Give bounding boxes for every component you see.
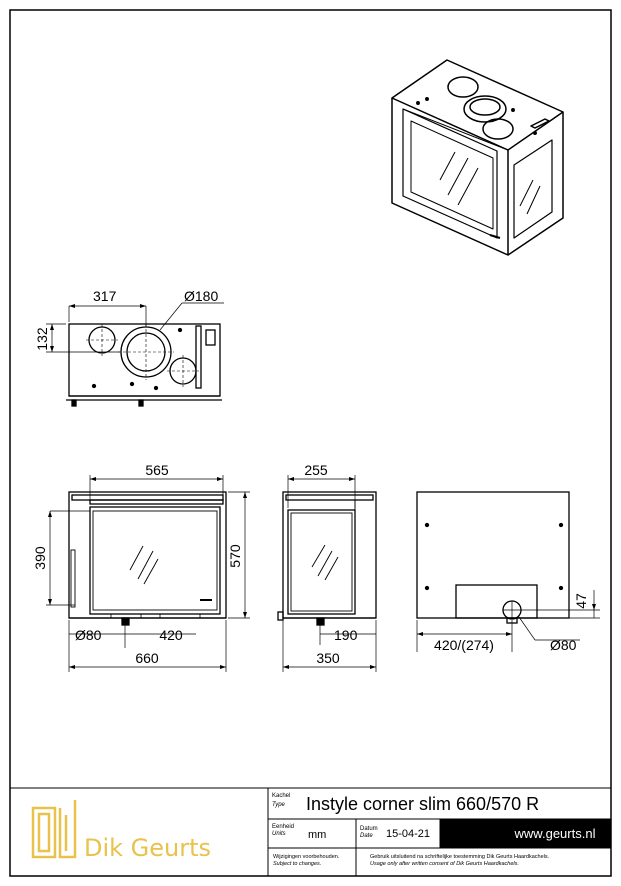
front-right-height-dim: 570: [227, 544, 243, 568]
note-changes-en: Subject to changes.: [273, 861, 321, 867]
sheet-border: [9, 9, 612, 877]
back-flue-dim: Ø80: [550, 637, 577, 653]
label-datum: Datum: [360, 826, 378, 832]
side-view: [277, 475, 377, 672]
front-total-dim: 660: [135, 650, 159, 666]
label-date: Date: [360, 833, 373, 839]
front-flue-dim: Ø80: [75, 627, 102, 643]
note-usage-nl: Gebruik uitsluitend na schriftelijke toe…: [370, 854, 550, 860]
back-width-dim: 420/(274): [434, 637, 494, 653]
label-type: Type: [272, 802, 286, 808]
isometric-view: [391, 59, 564, 256]
front-top-dim: 565: [145, 462, 169, 478]
note-usage-en: Usage only after written consent of Dik …: [370, 861, 519, 867]
front-view: [46, 475, 250, 672]
company-name: Dik Geurts: [84, 834, 211, 862]
back-height-dim: 47: [573, 593, 589, 609]
top-diameter-dim: Ø180: [184, 288, 218, 304]
product-name: Instyle corner slim 660/570 R: [306, 794, 539, 814]
top-view: [46, 302, 224, 407]
website-link[interactable]: www.geurts.nl: [514, 826, 596, 841]
note-changes-nl: Wijzigingen voorbehouden.: [273, 854, 340, 860]
side-total-dim: 350: [316, 650, 340, 666]
front-flue-offset-dim: 420: [159, 627, 183, 643]
side-top-dim: 255: [304, 462, 328, 478]
top-depth-dim: 132: [34, 327, 50, 351]
top-width-dim: 317: [93, 288, 117, 304]
back-view: [416, 491, 600, 652]
label-kachel: Kachel: [272, 793, 290, 799]
website-bar: [440, 819, 611, 848]
date-value: 15-04-21: [386, 828, 430, 840]
label-units: Units: [272, 831, 286, 837]
label-eenheid: Eenheid: [272, 824, 294, 830]
side-offset-dim: 190: [334, 627, 358, 643]
front-left-height-dim: 390: [32, 546, 48, 570]
dik-geurts-logo: [31, 800, 77, 859]
units-value: mm: [308, 829, 326, 841]
